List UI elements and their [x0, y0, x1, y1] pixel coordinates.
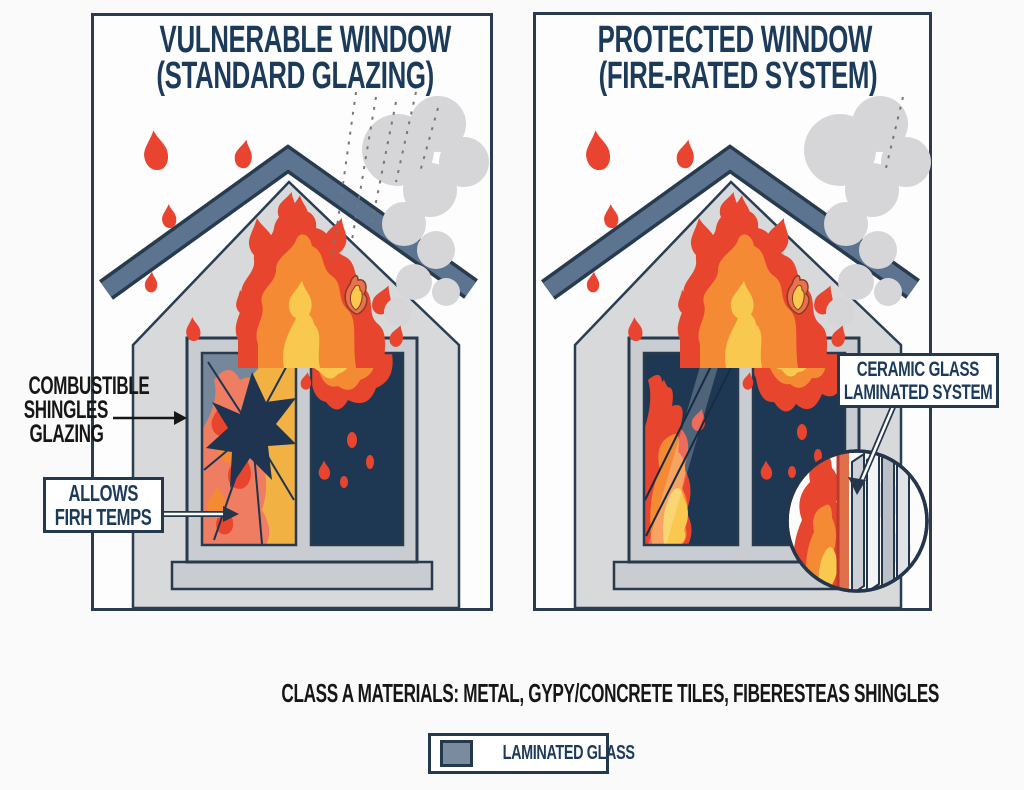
title-line: PROTECTED WINDOW: [597, 19, 873, 61]
right-house-illustration: [548, 96, 931, 608]
ceramic-glass-callout: CERAMIC GLASS LAMINATED SYSTEM: [837, 353, 999, 408]
class-a-materials-text: CLASS A MATERIALS: METAL, GYPY/CONCRETE …: [281, 678, 940, 708]
allows-arrow: [163, 506, 239, 522]
left-house-illustration: [106, 91, 489, 608]
legend-label: LAMINATED GLASS: [502, 742, 635, 764]
title-line: (FIRE-RATED SYSTEM): [598, 55, 878, 97]
left-panel-title: VULNERABLE WINDOW (STANDARD GLAZING): [91, 19, 493, 97]
heat-dashed-lines: [331, 91, 439, 263]
broken-glass-pane: [200, 351, 298, 547]
allows-high-temps-callout: ALLOWS FIRH TEMPS: [43, 477, 164, 533]
combustible-arrow: [113, 411, 187, 425]
laminated-glass-swatch: [440, 740, 473, 767]
right-panel-title: PROTECTED WINDOW (FIRE-RATED SYSTEM): [533, 19, 932, 97]
intact-glass-pane-left: [642, 351, 740, 547]
title-line: (STANDARD GLAZING): [156, 55, 434, 97]
ceramic-arrow: [848, 405, 896, 495]
dark-glass-pane: [309, 351, 405, 547]
legend: LAMINATED GLASS: [428, 733, 635, 774]
combustible-shingles-label: COMBUSTIBLE SHINGLES GLAZING: [23, 372, 150, 448]
glass-cross-section-magnifier: [785, 449, 929, 593]
title-line: VULNERABLE WINDOW: [159, 19, 452, 61]
